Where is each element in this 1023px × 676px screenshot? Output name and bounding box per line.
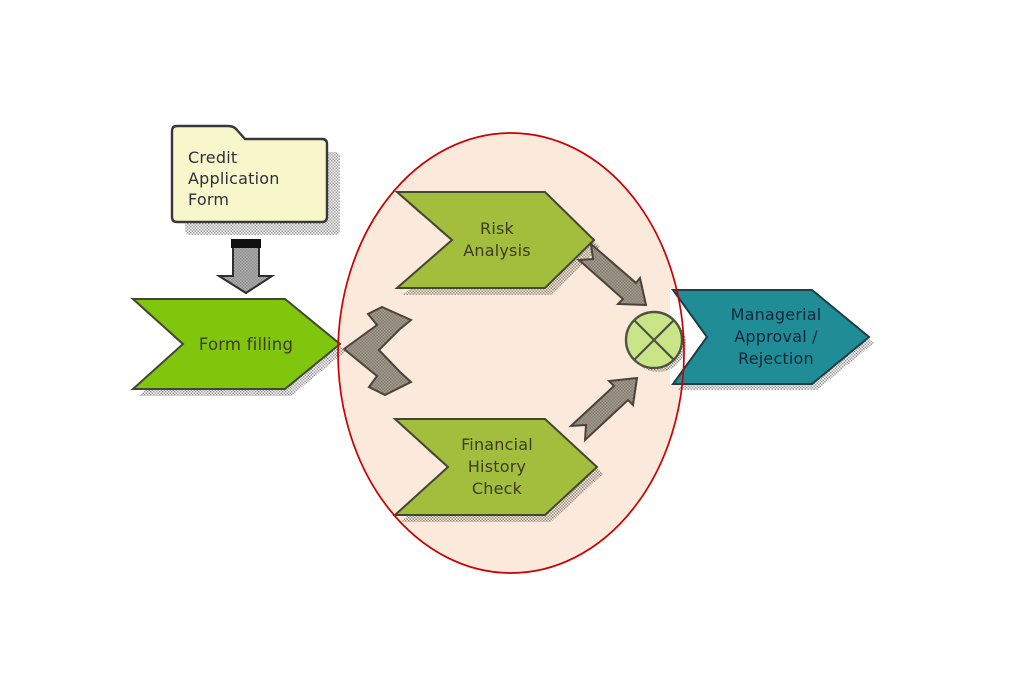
financial-history-chevron	[392, 418, 599, 516]
managerial-chevron	[671, 289, 871, 385]
connector-split-arrow-icon	[342, 305, 413, 397]
risk-analysis-node	[394, 191, 600, 295]
risk-analysis-chevron	[394, 191, 596, 289]
scope-ellipse-fill	[338, 133, 684, 573]
credit-form-folder	[170, 124, 340, 235]
financial-history-node	[392, 418, 603, 522]
connector-history-to-gateway-icon	[568, 376, 639, 443]
scope-ellipse-border	[337, 132, 685, 574]
gateway-x-line-2	[633, 319, 675, 361]
form-filling-node	[130, 298, 346, 396]
connector-folder-to-formfilling-icon	[215, 239, 276, 295]
folder-icon	[170, 124, 329, 224]
connector-risk-to-gateway-icon	[576, 241, 648, 307]
managerial-node	[671, 289, 874, 390]
down-arrow-cap	[231, 239, 261, 248]
form-filling-chevron	[130, 298, 342, 390]
xor-gateway-icon	[624, 310, 686, 372]
